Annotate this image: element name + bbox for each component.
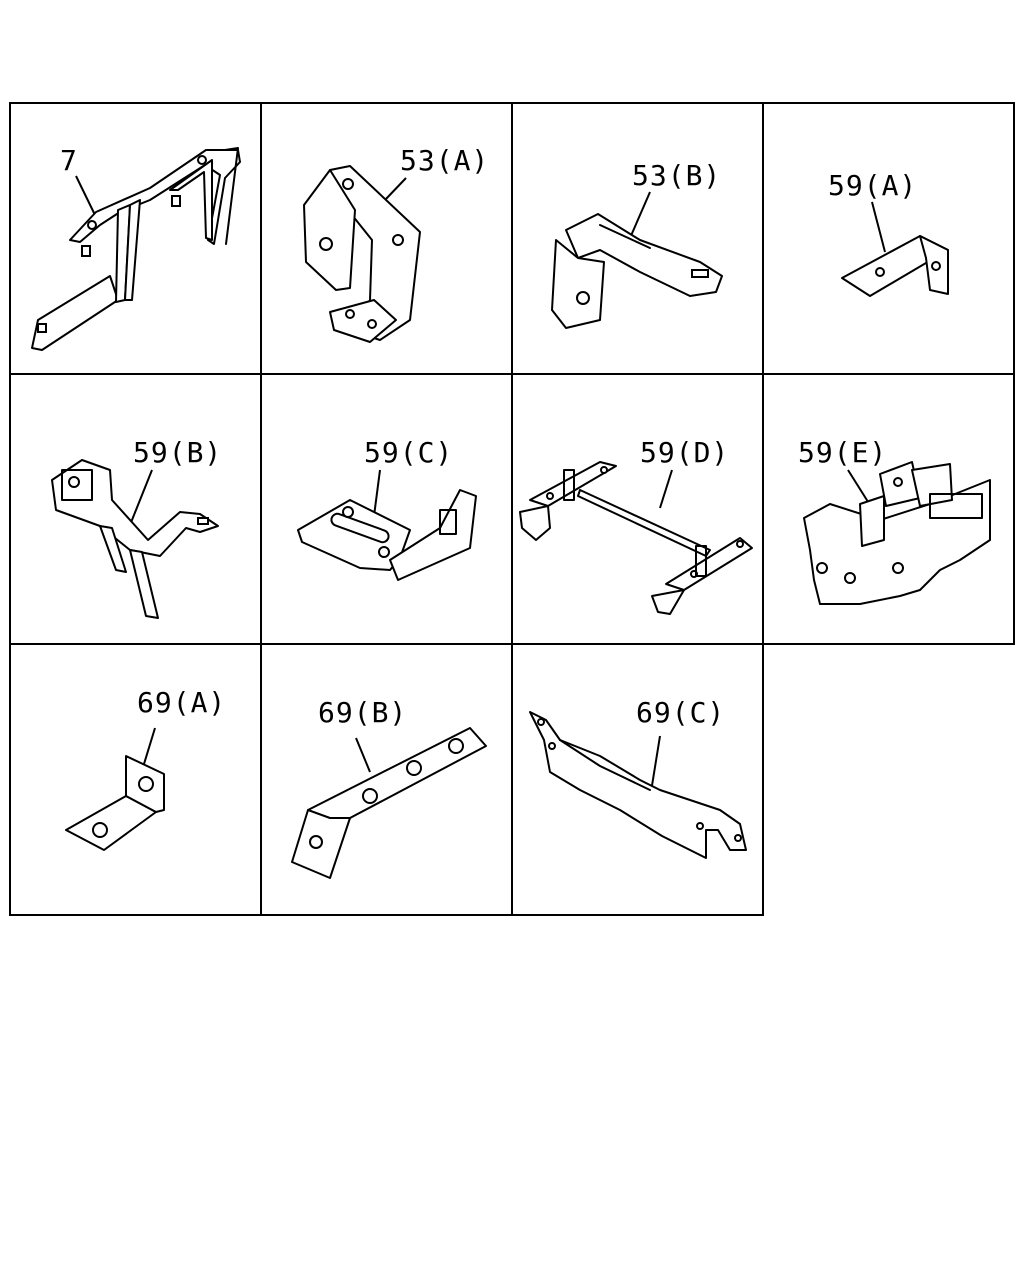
part-label-59e: 59(E) <box>798 436 887 469</box>
part-7: 7 <box>31 144 241 351</box>
part-label-69c: 69(C) <box>636 696 725 729</box>
part-69b: 69(B) <box>291 696 487 879</box>
part-label-59b: 59(B) <box>133 436 222 469</box>
part-label-7: 7 <box>60 144 78 177</box>
part-label-59c: 59(C) <box>364 436 453 469</box>
part-59b: 59(B) <box>51 436 222 619</box>
part-69a: 69(A) <box>65 686 226 851</box>
part-53a: 53(A) <box>303 144 489 343</box>
part-label-53a: 53(A) <box>400 144 489 177</box>
part-label-53b: 53(B) <box>632 159 721 192</box>
part-59c: 59(C) <box>297 436 477 581</box>
part-label-69b: 69(B) <box>318 696 407 729</box>
part-label-59a: 59(A) <box>828 169 917 202</box>
part-label-59d: 59(D) <box>640 436 729 469</box>
part-69c: 69(C) <box>529 696 747 859</box>
grid-lines <box>9 102 1015 916</box>
part-53b: 53(B) <box>551 159 723 329</box>
part-59a: 59(A) <box>828 169 949 297</box>
part-59e: 59(E) <box>798 436 991 605</box>
part-59d: 59(D) <box>519 436 753 615</box>
part-label-69a: 69(A) <box>137 686 226 719</box>
